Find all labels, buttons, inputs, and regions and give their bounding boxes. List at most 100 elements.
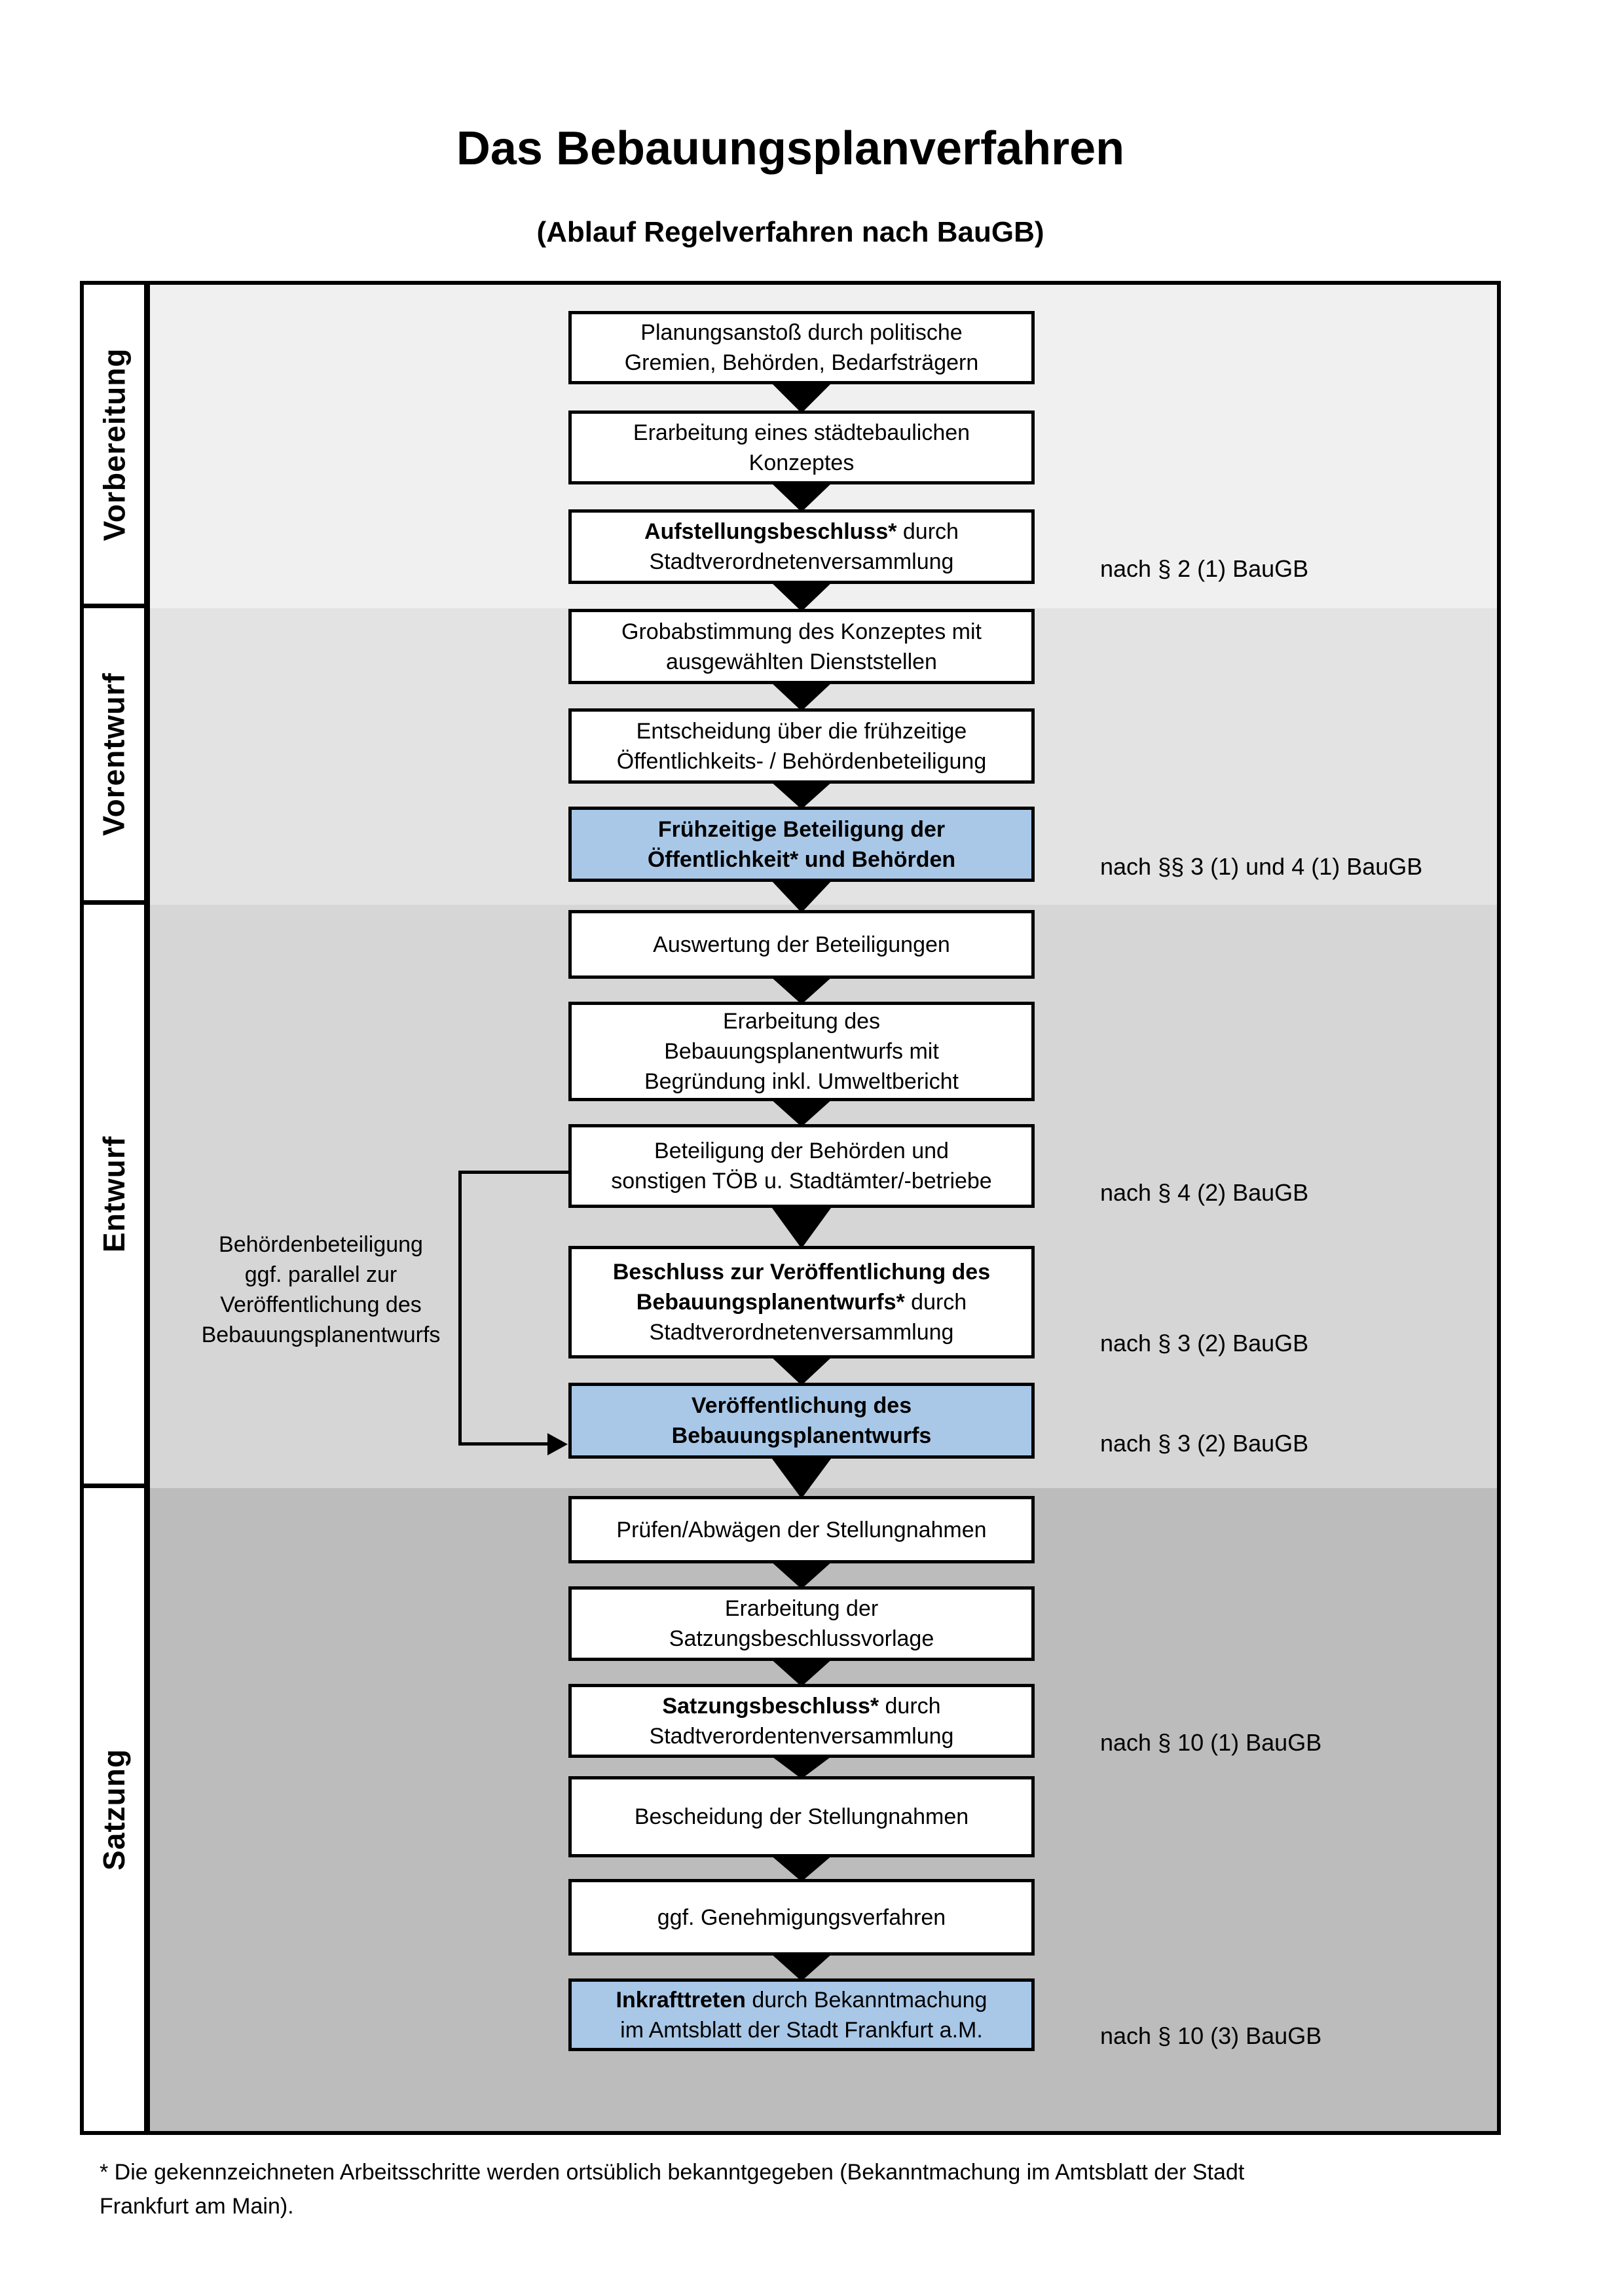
parallel-connector-arrowhead-icon [547, 1433, 568, 1455]
box-text-line: Stadtverordnetenversammlung [650, 1317, 954, 1347]
box-text: Beteiligung der Behörden und [654, 1139, 949, 1163]
box-text: Öffentlichkeits- / Behördenbeteiligung [616, 748, 987, 774]
box-text-line: Öffentlichkeit* und Behörden [648, 845, 955, 875]
box-text-line: Auswertung der Beteiligungen [653, 930, 950, 960]
legal-reference: nach § 3 (2) BauGB [1100, 1430, 1309, 1457]
legal-reference: nach § 2 (1) BauGB [1100, 555, 1309, 582]
box-text-line: sonstigen TÖB u. Stadtämter/-betriebe [611, 1166, 991, 1196]
legal-reference: nach § 10 (3) BauGB [1100, 2022, 1322, 2049]
box-text: Gremien, Behörden, Bedarfsträgern [624, 350, 979, 375]
box-text-line: Prüfen/Abwägen der Stellungnahmen [616, 1515, 986, 1545]
box-text: Auswertung der Beteiligungen [653, 932, 950, 957]
phase-cell-entwurf: Entwurf [84, 905, 144, 1488]
box-text-line: ausgewählten Dienststellen [666, 647, 937, 677]
box-text-bold: Satzungsbeschluss* [662, 1693, 879, 1719]
box-text-line: Öffentlichkeits- / Behördenbeteiligung [617, 746, 987, 776]
box-text-line: Stadtverordentenversammlung [650, 1721, 954, 1751]
flow-arrow-down-icon [770, 581, 833, 611]
box-text-line: Satzungsbeschluss* durch [662, 1691, 940, 1721]
box-text-bold: Inkrafttreten [616, 1987, 746, 2013]
flow-arrow-down-icon [770, 682, 833, 711]
box-text-line: Aufstellungsbeschluss* durch [644, 517, 959, 547]
flow-arrow-down-icon [770, 1456, 833, 1499]
box-text: sonstigen TÖB u. Stadtämter/-betriebe [611, 1169, 992, 1194]
phase-cell-satzung: Satzung [84, 1488, 144, 2131]
box-text-line: Erarbeitung eines städtebaulichen [633, 418, 970, 448]
box-text: durch [879, 1693, 941, 1719]
process-box: Grobabstimmung des Konzeptes mit ausgewäh… [568, 609, 1035, 684]
box-text-line: Bebauungsplanentwurfs [672, 1421, 932, 1451]
box-text: Bebauungsplanentwurfs mit [664, 1039, 939, 1064]
flow-arrow-down-icon [770, 1658, 833, 1686]
flow-arrow-down-icon [770, 1755, 833, 1779]
flow-arrow-down-icon [770, 482, 833, 512]
parallel-connector-bottom-segment [458, 1442, 549, 1446]
box-text-line: Planungsanstoß durch politische [640, 318, 962, 348]
flow-arrow-down-icon [770, 1953, 833, 1981]
box-text-line: Entscheidung über die frühzeitige [637, 716, 967, 746]
box-text: Entscheidung über die frühzeitige [636, 718, 967, 744]
box-text-bold: Beschluss zur Veröffentlichung des [612, 1260, 991, 1285]
box-text-line: Grobabstimmung des Konzeptes mit [621, 617, 982, 647]
box-text: Erarbeitung eines städtebaulichen [633, 420, 970, 445]
box-text: Grobabstimmung des Konzeptes mit [621, 619, 982, 644]
box-text: durch [896, 519, 959, 544]
box-text-line: Satzungsbeschlussvorlage [669, 1624, 934, 1654]
flow-arrow-down-icon [770, 976, 833, 1004]
page-title: Das Bebauungsplanverfahren [456, 122, 1125, 175]
box-text-line: Veröffentlichung des [692, 1391, 912, 1421]
side-annotation: Behördenbeteiligung ggf. parallel zur Ve… [201, 1232, 441, 1347]
flow-arrow-down-icon [770, 382, 833, 413]
box-text: im Amtsblatt der Stadt Frankfurt a.M. [620, 2017, 983, 2043]
process-box: ggf. Genehmigungsverfahren [568, 1879, 1035, 1956]
process-box: Auswertung der Beteiligungen [568, 910, 1035, 979]
box-text-line: Gremien, Behörden, Bedarfsträgern [625, 348, 979, 378]
box-text-line: Begründung inkl. Umweltbericht [644, 1066, 959, 1097]
flowchart-frame [80, 281, 1501, 2135]
box-text: Satzungsbeschlussvorlage [669, 1626, 934, 1651]
box-text-bold: Aufstellungsbeschluss* [644, 519, 897, 544]
phase-cell-vorentwurf: Vorentwurf [84, 608, 144, 905]
box-text-line: Erarbeitung der [725, 1594, 878, 1624]
legal-reference: nach § 3 (2) BauGB [1100, 1330, 1309, 1357]
box-text: Stadtverordnetenversammlung [649, 1320, 954, 1345]
box-text-line: Konzeptes [749, 448, 855, 478]
box-text-line: Erarbeitung des [723, 1006, 880, 1036]
box-text-line: Bebauungsplanentwurfs mit [664, 1036, 939, 1066]
box-text: Planungsanstoß durch politische [640, 320, 963, 345]
page-subtitle: (Ablauf Regelverfahren nach BauGB) [536, 216, 1044, 248]
box-text-line: Bescheidung der Stellungnahmen [635, 1802, 969, 1832]
box-text-line: Inkrafttreten durch Bekanntmachung [616, 1985, 987, 2015]
flow-arrow-down-icon [770, 781, 833, 809]
box-text: Bescheidung der Stellungnahmen [634, 1804, 969, 1829]
flow-arrow-down-icon [770, 1205, 833, 1248]
box-text: Erarbeitung des [722, 1009, 881, 1034]
box-text: durch Bekanntmachung [745, 1987, 987, 2013]
footnote: * Die gekennzeichneten Arbeitsschritte w… [100, 2160, 1245, 2219]
box-text-bold: Frühzeitige Beteiligung der [657, 816, 946, 842]
box-text-bold: Bebauungsplanentwurfs [671, 1423, 932, 1448]
parallel-connector-vertical-segment [458, 1171, 462, 1446]
process-box: Prüfen/Abwägen der Stellungnahmen [568, 1496, 1035, 1563]
box-text-line: Beteiligung der Behörden und [654, 1136, 949, 1166]
flow-arrow-down-icon [770, 1855, 833, 1882]
box-text: ausgewählten Dienststellen [666, 649, 937, 674]
flow-arrow-down-icon [770, 879, 833, 913]
box-text: Konzeptes [748, 450, 855, 475]
process-box: Bescheidung der Stellungnahmen [568, 1776, 1035, 1857]
parallel-connector-top-segment [458, 1171, 568, 1174]
box-text: durch [904, 1290, 967, 1315]
box-text-line: Beschluss zur Veröffentlichung des [613, 1257, 990, 1287]
flow-arrow-down-icon [770, 1561, 833, 1589]
box-text-bold: Öffentlichkeit* und Behörden [647, 847, 956, 872]
box-text: Erarbeitung der [724, 1596, 879, 1621]
